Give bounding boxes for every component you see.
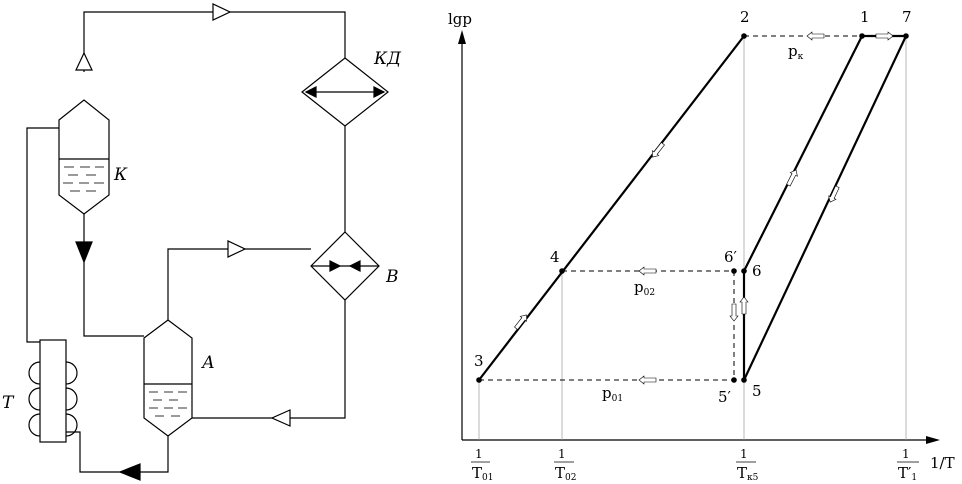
y-axis-label: lgp [448, 10, 472, 28]
svg-text:1: 1 [740, 447, 748, 461]
axes [461, 38, 932, 441]
svg-text:T′1: T′1 [898, 464, 917, 483]
label-generator: К [113, 165, 128, 185]
label-absorber: А [201, 353, 215, 373]
svg-text:1: 1 [475, 447, 483, 461]
flow-arrow-generator-out [75, 51, 93, 71]
tick-1-over-T1prime: 1 T′1 [897, 447, 919, 483]
absorber-vessel [143, 319, 193, 437]
lgp-diagram: lgp 1/T 2 1 7 4 6′ 6 3 5′ 5 pк p02 p01 1… [448, 8, 955, 483]
pressure-high-label: pк [788, 42, 804, 62]
point-5prime-label: 5′ [718, 388, 732, 406]
direction-arrows [514, 31, 894, 385]
label-evaporator: В [385, 267, 399, 287]
label-heat-exchanger: Т [2, 393, 15, 413]
pipe-evaporator-to-absorber-bottom [192, 300, 346, 419]
point-5-label: 5 [752, 382, 762, 400]
point-1-label: 1 [860, 8, 870, 26]
pressure-low-label: p01 [602, 384, 623, 404]
svg-text:1: 1 [902, 447, 910, 461]
pipe-generator-to-exchanger [26, 127, 59, 343]
heat-exchanger [28, 339, 78, 443]
pipe-absorber-to-exchanger [66, 431, 169, 473]
svg-text:T01: T01 [472, 464, 493, 483]
dashed-isobars [479, 35, 862, 381]
point-3-label: 3 [474, 352, 484, 370]
schematic [26, 3, 389, 481]
point-2-label: 2 [740, 8, 750, 26]
pipe-generator-to-absorber [83, 214, 144, 337]
process-lines [478, 34, 907, 381]
tick-1-over-T01: 1 T01 [471, 447, 493, 483]
y-axis-arrow [458, 30, 466, 44]
point-6-label: 6 [752, 262, 762, 280]
state-points [476, 33, 909, 383]
svg-text:T02: T02 [555, 464, 576, 483]
flow-arrow-return [270, 409, 291, 427]
evaporator [310, 231, 380, 301]
x-axis-label: 1/T [930, 454, 955, 472]
flow-arrow-strong-solution [75, 241, 93, 264]
tick-1-over-Tk5: 1 Tк5 [736, 447, 759, 483]
pipe-absorber-to-evaporator [167, 248, 311, 320]
flow-arrow-weak-solution [118, 463, 141, 481]
pressure-mid-label: p02 [634, 278, 655, 298]
svg-text:1: 1 [558, 447, 566, 461]
label-condenser: КД [373, 49, 402, 69]
flow-arrow-vapor [227, 240, 247, 258]
generator-vessel [58, 99, 110, 215]
x-axis-arrow [926, 436, 940, 444]
pipe-generator-to-condenser [83, 11, 346, 72]
point-4-label: 4 [550, 248, 560, 266]
guide-lines [478, 36, 907, 440]
svg-text:Tк5: Tк5 [737, 464, 759, 483]
tick-1-over-T02: 1 T02 [554, 447, 576, 483]
point-6prime-label: 6′ [724, 248, 738, 266]
flow-arrow-top [212, 3, 232, 21]
point-7-label: 7 [902, 8, 912, 26]
